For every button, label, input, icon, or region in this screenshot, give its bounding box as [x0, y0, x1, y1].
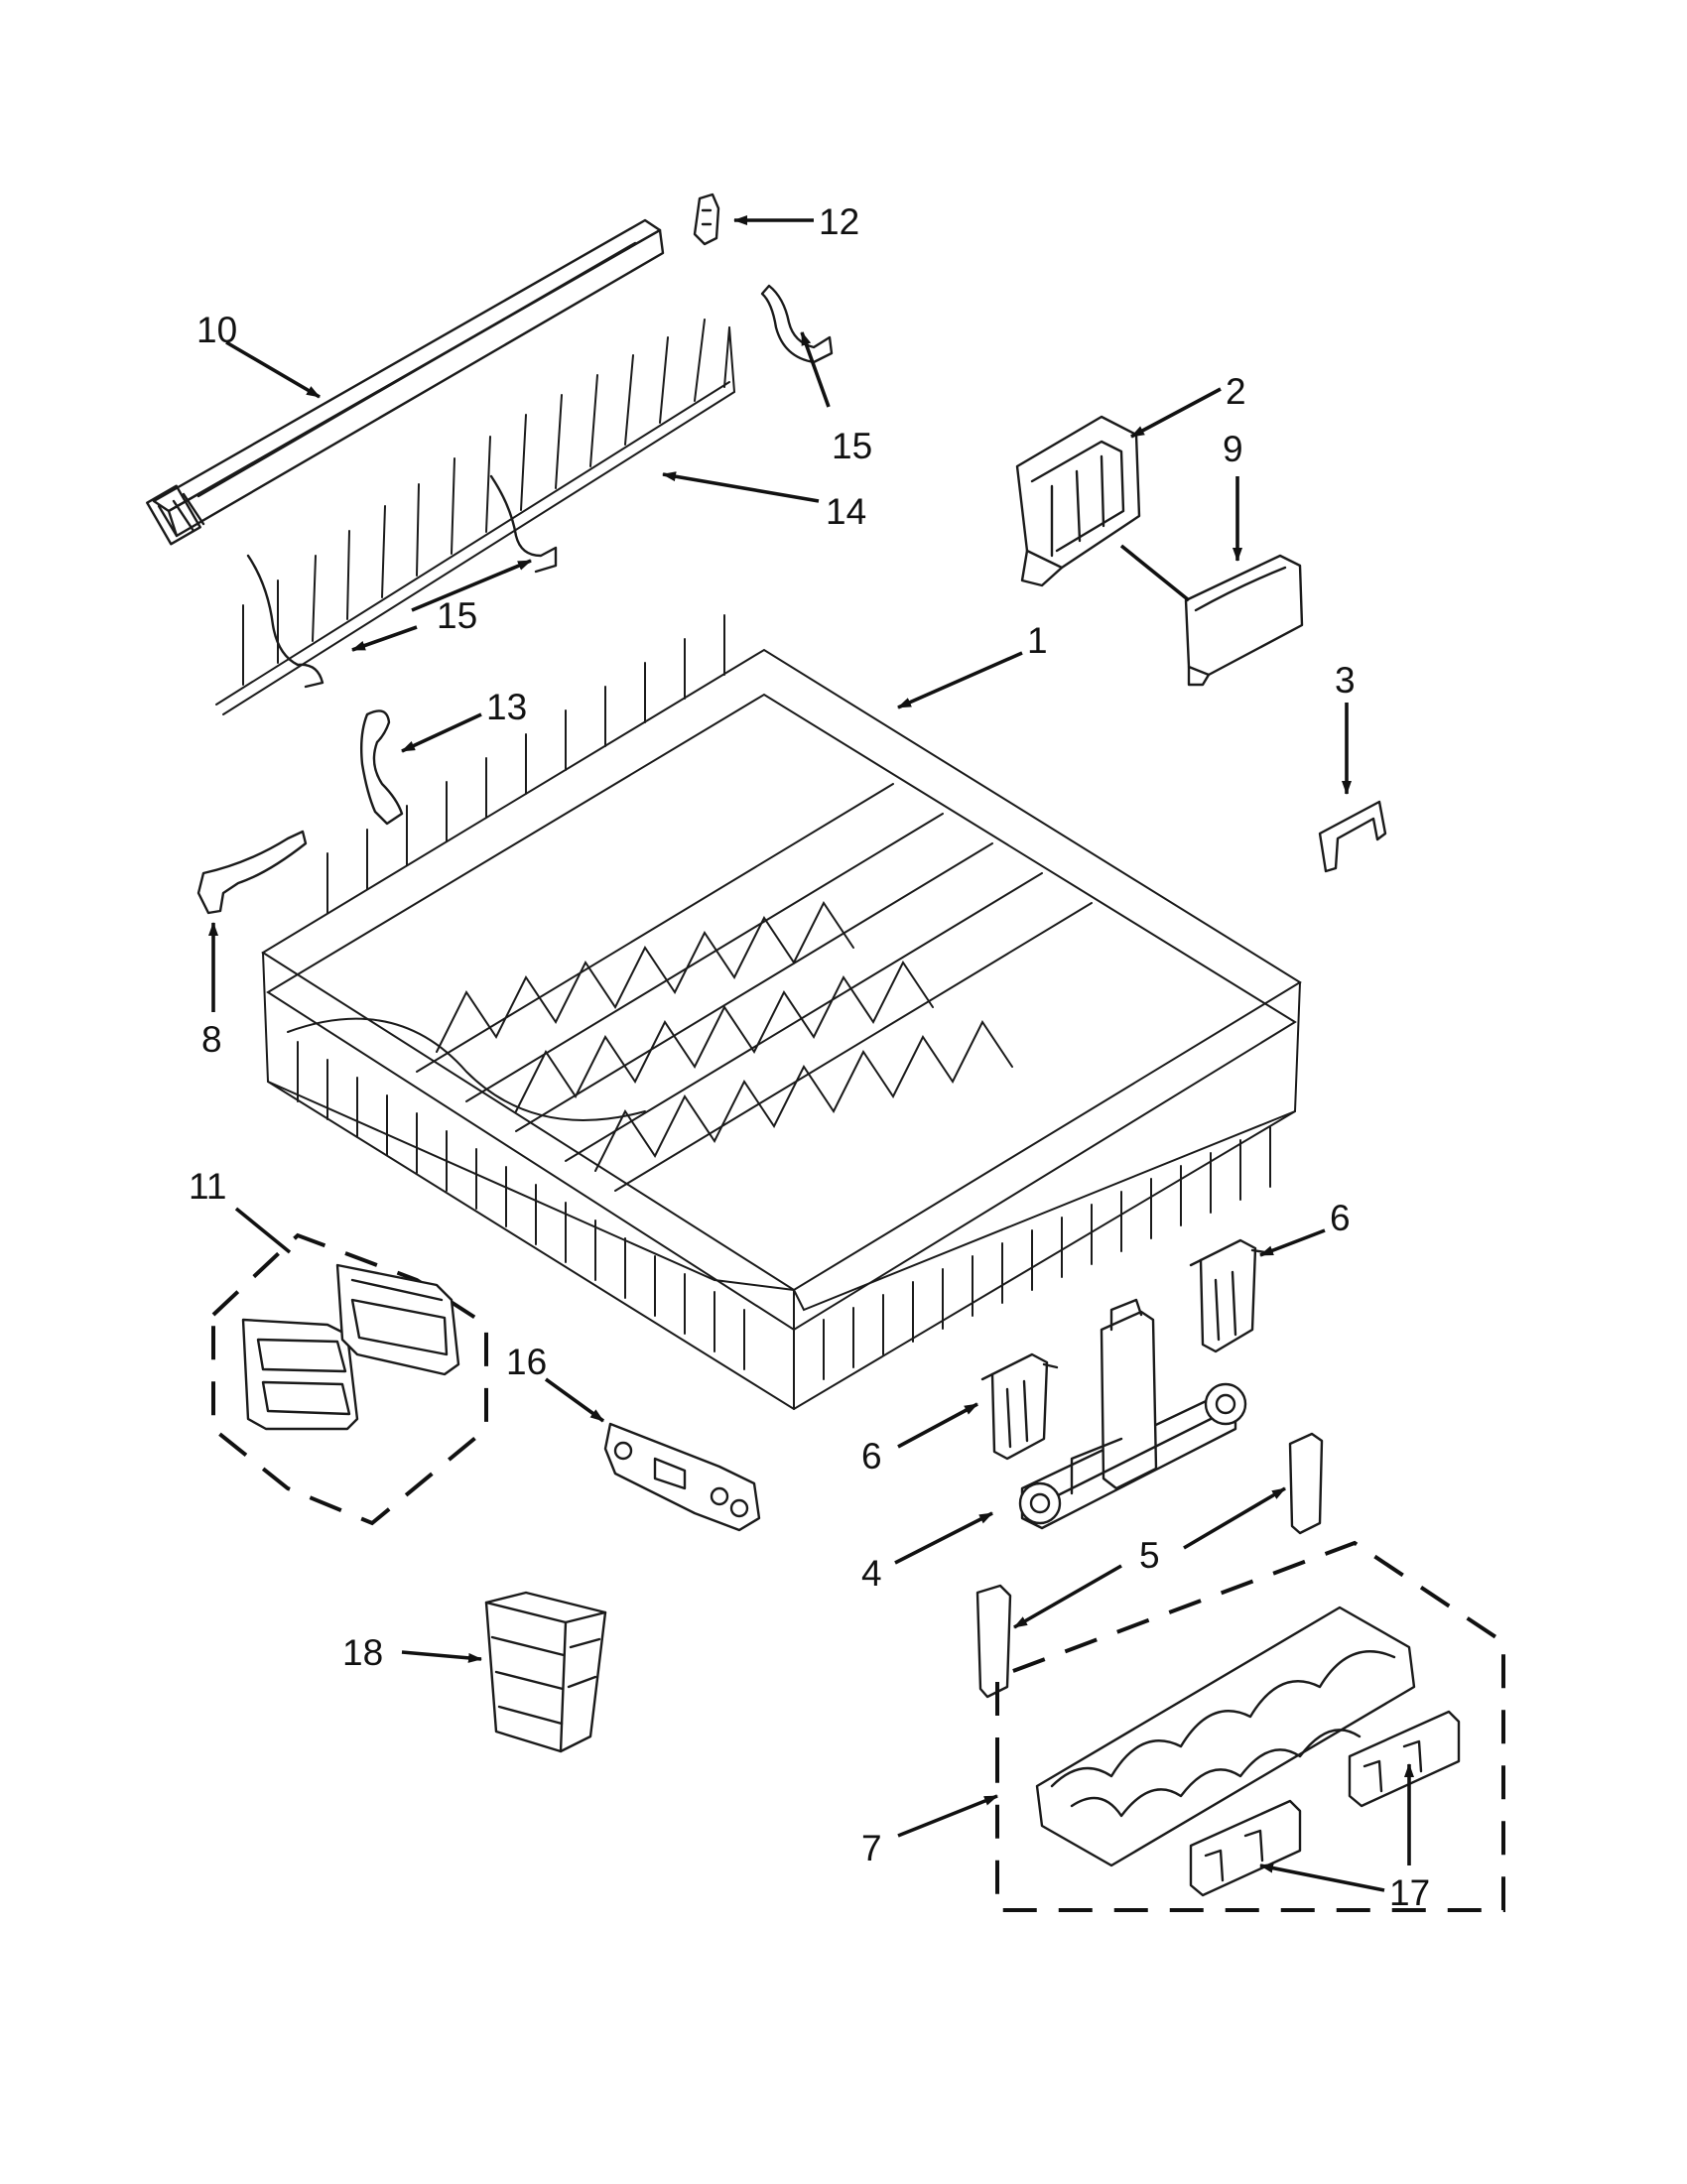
callout-4: 4	[861, 1553, 882, 1594]
part-14-tine-row	[215, 319, 735, 715]
leader-lines	[208, 215, 1414, 1892]
callout-17: 17	[1389, 1872, 1430, 1913]
part-16-bracket	[603, 1422, 761, 1532]
callout-1: 1	[1027, 620, 1048, 661]
part-6-adjuster-right	[1189, 1238, 1267, 1353]
callout-9: 9	[1223, 429, 1243, 469]
callout-14: 14	[826, 491, 866, 532]
part-12-clip	[693, 193, 720, 246]
part-3-clip	[1318, 800, 1387, 873]
part-5-arm-left	[975, 1584, 1012, 1699]
part-5-arm-right	[1288, 1432, 1324, 1535]
callout-10: 10	[196, 310, 237, 350]
callout-5: 5	[1139, 1535, 1160, 1576]
part-7-tray	[995, 1540, 1505, 1912]
part-2-adjuster-housing	[1015, 415, 1141, 587]
callout-6-left: 6	[861, 1436, 882, 1477]
part-17-clip-left	[1189, 1799, 1302, 1897]
part-15-clip-top	[760, 284, 834, 364]
part-4-adjuster-assembly	[1018, 1298, 1247, 1530]
callout-6-right: 6	[1330, 1198, 1351, 1238]
part-1-upper-rack	[261, 614, 1302, 1411]
callout-15-top: 15	[832, 426, 872, 466]
part-18-basket	[484, 1591, 607, 1753]
callout-3: 3	[1335, 660, 1356, 701]
part-9-cover	[1184, 554, 1304, 687]
callout-16: 16	[506, 1342, 547, 1382]
callout-12: 12	[819, 201, 859, 242]
part-6-adjuster-left	[980, 1352, 1059, 1461]
callout-8: 8	[201, 1019, 222, 1060]
part-11-bin	[211, 1232, 488, 1526]
part-8-hook	[196, 830, 308, 915]
callout-11: 11	[189, 1166, 226, 1207]
part-10-rack-rail	[146, 218, 665, 546]
callout-15-left: 15	[437, 595, 477, 636]
part-13-hook	[359, 709, 404, 826]
callout-7: 7	[861, 1828, 882, 1868]
callout-13: 13	[486, 687, 527, 727]
callout-18: 18	[342, 1632, 383, 1673]
callout-labels: 12 10 15 2 9 14 15 1 3 13 8 11 6 16 6 4 …	[189, 201, 1430, 1913]
part-17-clip-right	[1348, 1710, 1461, 1808]
callout-2: 2	[1226, 371, 1246, 412]
